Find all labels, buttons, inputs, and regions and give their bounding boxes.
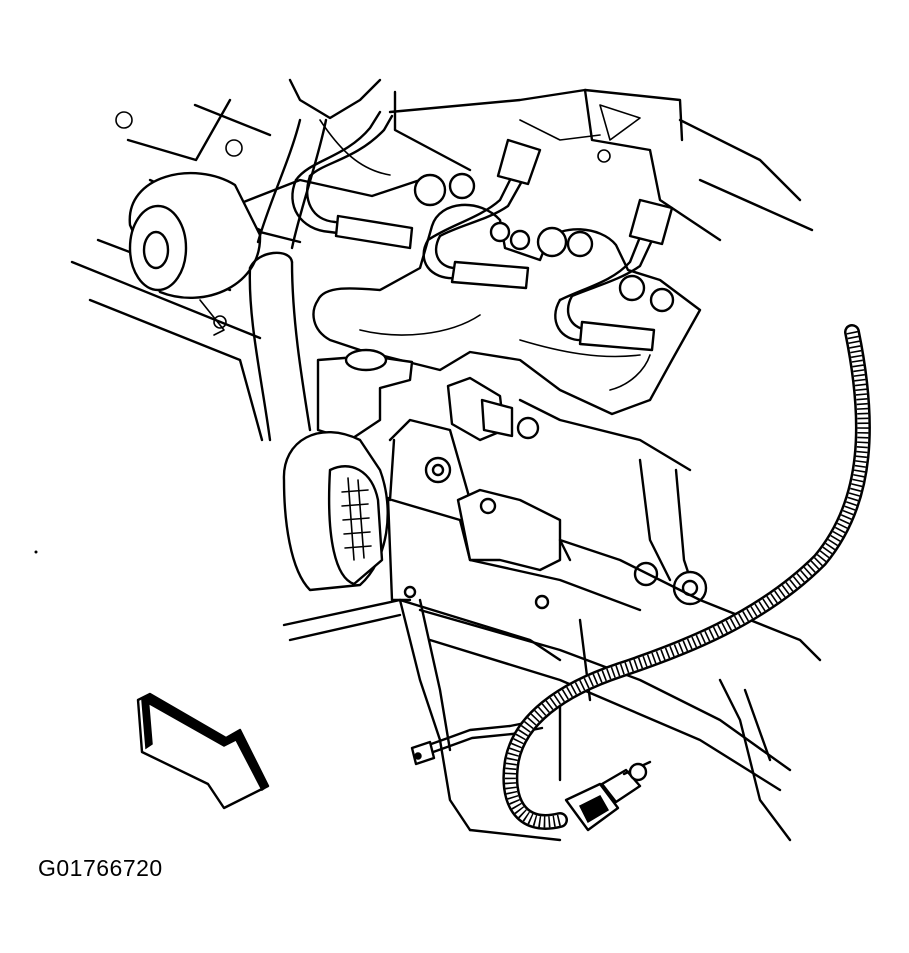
spark-plug-wires [291,110,674,352]
lower-engine-block [282,348,822,662]
direction-arrow-icon [136,692,270,810]
wiring-harness [502,324,871,830]
stray-dot [34,550,38,554]
harness-connector [564,760,652,832]
oil-pan [282,496,792,842]
coolant-hose [248,118,328,442]
figure-code: G01766720 [38,855,163,881]
alternator [128,172,262,336]
